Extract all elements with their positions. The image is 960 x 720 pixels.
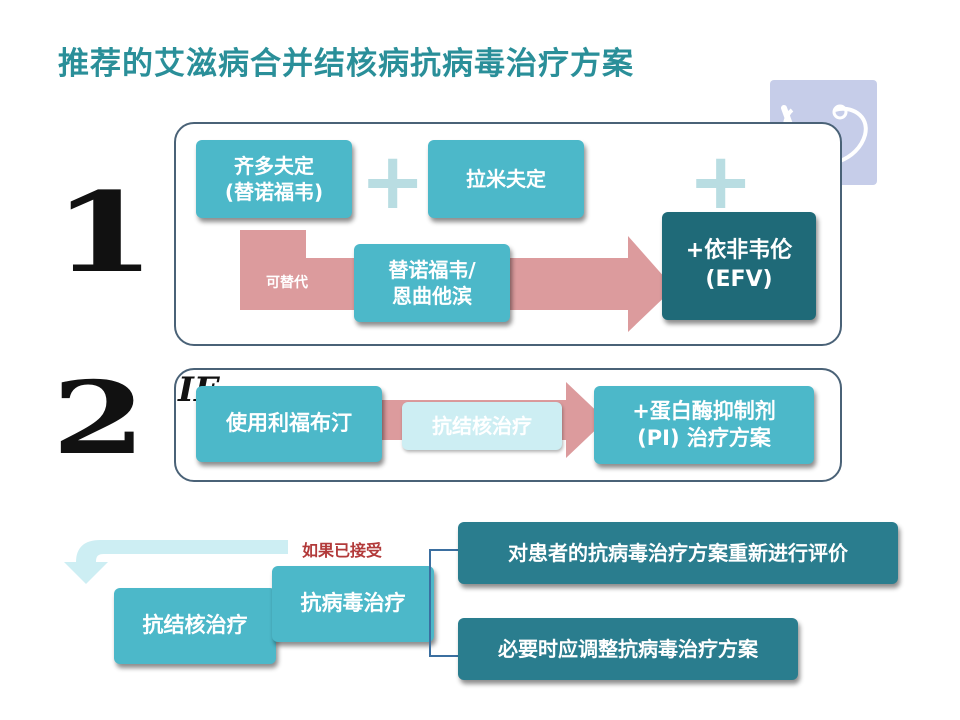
connector-bracket bbox=[429, 549, 462, 657]
curved-arrow-icon bbox=[64, 540, 288, 584]
efv-box: +依非韦伦 (EFV) bbox=[662, 212, 816, 320]
drug-a-line2: (替诺福韦) bbox=[224, 180, 324, 204]
efv-line2: (EFV) bbox=[705, 267, 773, 292]
alt-drug-box: 替诺福韦/ 恩曲他滨 bbox=[354, 244, 510, 322]
accept-label: 如果已接受 bbox=[302, 541, 383, 560]
drug-a-line1: 齐多夫定 bbox=[234, 154, 314, 178]
alt-drug-line2: 恩曲他滨 bbox=[392, 284, 472, 308]
section1-number: 1 bbox=[52, 168, 156, 297]
rifabutin-box: 使用利福布汀 bbox=[196, 386, 382, 462]
alt-label: 可替代 bbox=[266, 275, 308, 291]
pi-line1: +蛋白酶抑制剂 bbox=[632, 398, 776, 423]
drug-a-box: 齐多夫定 (替诺福韦) bbox=[196, 140, 352, 218]
page-title: 推荐的艾滋病合并结核病抗病毒治疗方案 bbox=[58, 46, 634, 82]
pi-box: +蛋白酶抑制剂 (PI) 治疗方案 bbox=[594, 386, 814, 464]
adjust-box: 必要时应调整抗病毒治疗方案 bbox=[458, 618, 798, 680]
efv-line1: +依非韦伦 bbox=[685, 238, 793, 264]
plus-icon: + bbox=[688, 137, 754, 227]
reassess-box: 对患者的抗病毒治疗方案重新进行评价 bbox=[458, 522, 898, 584]
plus-icon: + bbox=[360, 137, 426, 227]
section2-number: 2 bbox=[51, 359, 146, 477]
tb-treatment-box: 抗结核治疗 bbox=[402, 402, 562, 450]
pi-line2: (PI) 治疗方案 bbox=[637, 426, 771, 450]
drug-b-box: 拉米夫定 bbox=[428, 140, 584, 218]
alt-drug-line1: 替诺福韦/ bbox=[388, 258, 476, 282]
tb-box: 抗结核治疗 bbox=[114, 588, 276, 664]
art-box: 抗病毒治疗 bbox=[272, 566, 434, 642]
